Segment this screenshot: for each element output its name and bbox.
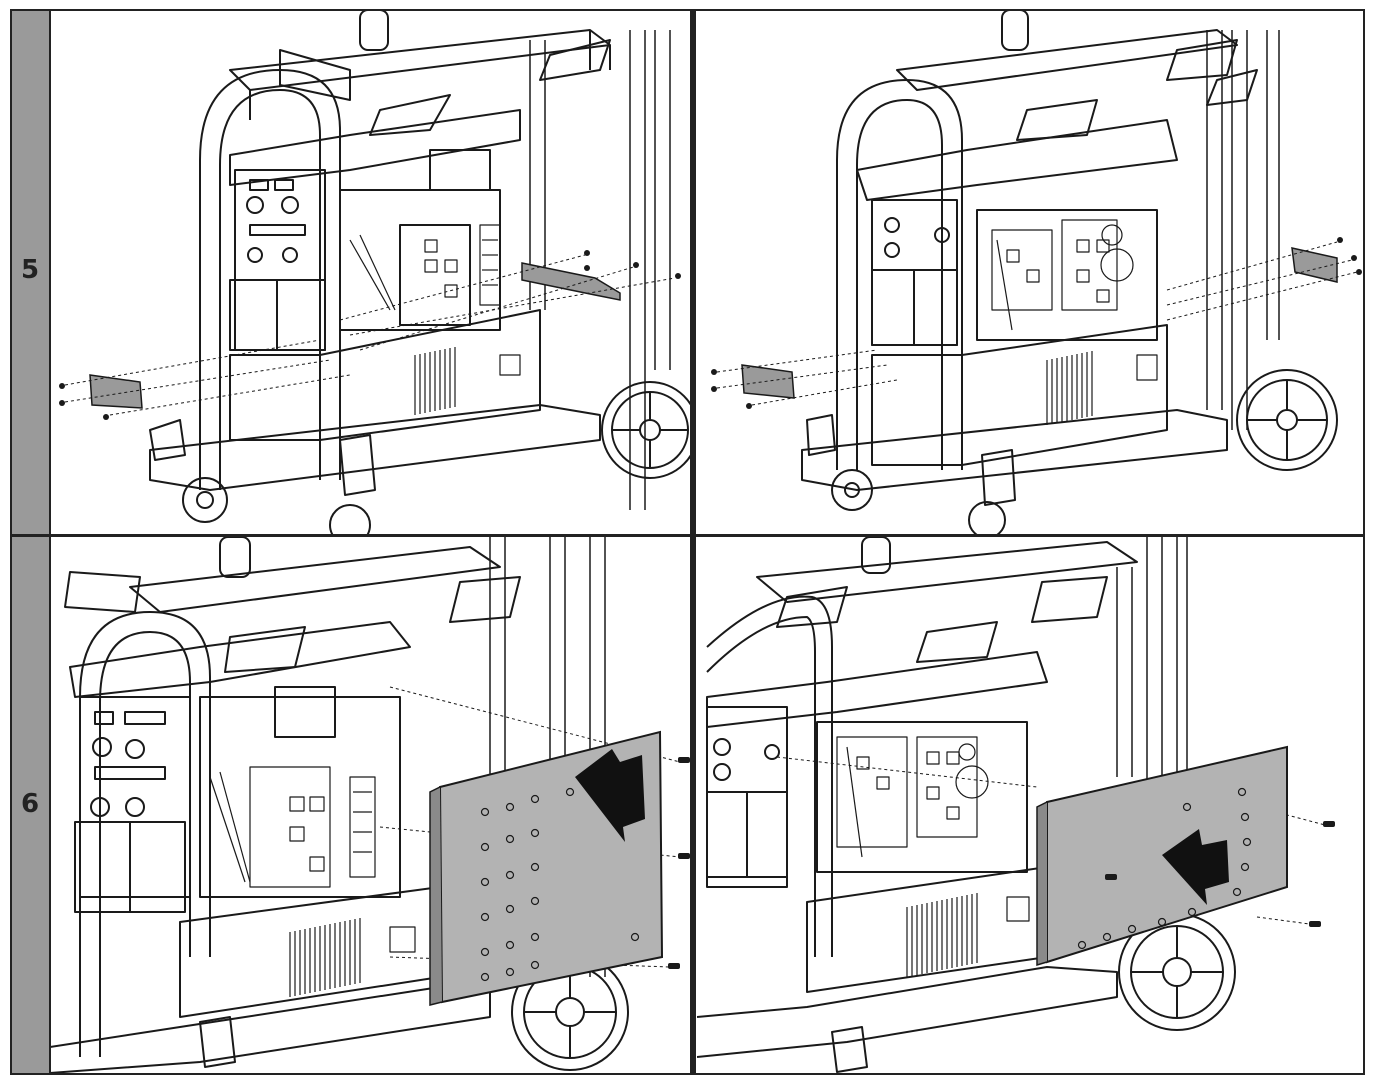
welder-diagram xyxy=(697,537,1335,1073)
step-6-left-panel xyxy=(50,537,690,1073)
front-handle xyxy=(79,611,211,1057)
front-handle xyxy=(706,595,833,957)
screw-icon xyxy=(1105,821,1335,927)
front-handle xyxy=(199,69,341,490)
top-handle xyxy=(756,541,1138,603)
vertical-divider xyxy=(690,9,696,1075)
bracket-icon xyxy=(521,262,621,301)
screw-icon xyxy=(711,237,1362,409)
welder-diagram xyxy=(59,10,690,534)
step-5-bar: 5 xyxy=(10,10,50,534)
rear-frame xyxy=(1116,537,1188,797)
step-6-right-panel xyxy=(697,537,1363,1073)
wheel-icon xyxy=(1118,913,1236,1031)
step-5-left-panel xyxy=(50,10,690,534)
bracket-icon xyxy=(89,374,143,409)
step-number: 5 xyxy=(20,255,40,285)
sidebar-divider xyxy=(49,9,51,1075)
welder-diagram xyxy=(711,10,1362,534)
top-handle xyxy=(129,546,501,613)
horizontal-divider xyxy=(10,534,1365,537)
step-6-bar: 6 xyxy=(10,537,50,1073)
front-handle xyxy=(836,79,963,470)
step-5-right-panel xyxy=(697,10,1363,534)
top-handle xyxy=(896,29,1238,91)
arrow-icon xyxy=(575,749,645,842)
step-number: 6 xyxy=(20,789,40,819)
top-handle xyxy=(229,29,611,91)
bracket-icon xyxy=(741,364,795,399)
bracket-icon xyxy=(1291,247,1338,283)
screw-icon xyxy=(59,250,681,420)
arrow-icon xyxy=(1162,829,1229,905)
rear-frame xyxy=(1206,30,1280,430)
screw-icon xyxy=(668,757,690,969)
wheel-icon xyxy=(1236,369,1338,471)
welder-diagram xyxy=(50,537,690,1073)
wheel-icon xyxy=(601,381,690,479)
